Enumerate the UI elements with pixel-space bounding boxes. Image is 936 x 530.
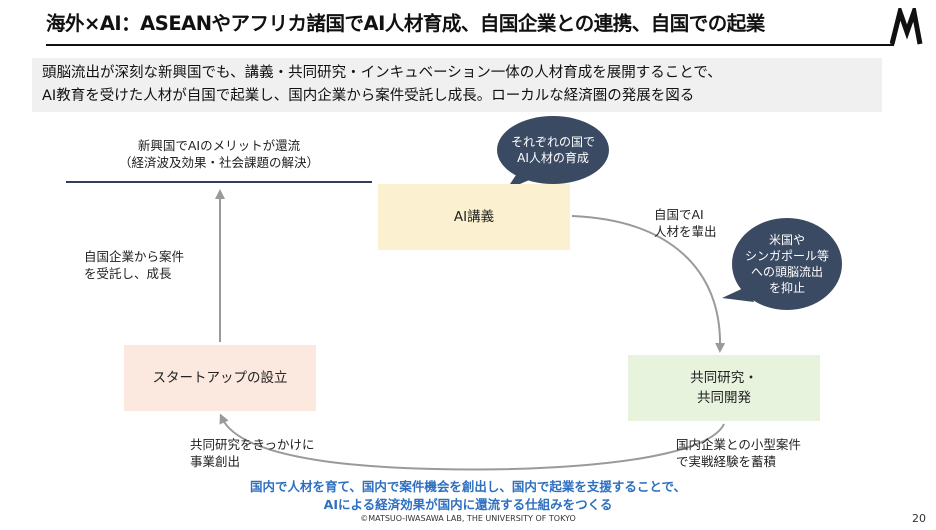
speech-bubble-brain-drain	[722, 218, 842, 310]
business-creation-label: 共同研究をきっかけに 事業創出	[190, 437, 315, 469]
contract-growth-label: 自国企業から案件 を受託し、成長	[84, 249, 185, 281]
summary-panel: 頭脳流出が深刻な新興国でも、講義・共同研究・インキュベーション一体の人材育成を展…	[32, 58, 882, 112]
startup-founding-box: スタートアップの設立	[124, 345, 316, 411]
page-title: 海外×AI：ASEANやアフリカ諸国でAI人材育成、自国企業との連携、自国での起…	[46, 12, 765, 35]
bubble-brain-drain-text: 米国や シンガポール等 への頭脳流出 を抑止	[744, 233, 829, 295]
key-message: 国内で人材を育て、国内で案件機会を創出し、国内で起業を支援することで、 AIによ…	[249, 479, 686, 512]
ai-lecture-box: AI講義	[378, 184, 570, 250]
talent-output-label: 自国でAI 人材を輩出	[654, 207, 717, 239]
copyright: ©MATSUO-IWASAWA LAB, THE UNIVERSITY OF T…	[360, 514, 576, 523]
benefit-return-line	[66, 181, 372, 183]
bubble-training-text: それぞれの国で AI人材の育成	[510, 135, 595, 165]
summary-line-2: AI教育を受けた人材が自国で起業し、国内企業から案件受託し成長。ローカルな経済圏…	[42, 88, 695, 104]
page-number: 20	[912, 512, 926, 525]
arrow-research-to-startup	[219, 413, 725, 471]
arrow-ai-to-research	[571, 215, 726, 353]
joint-research-box: 共同研究・ 共同開発	[628, 355, 820, 421]
benefit-return-label: 新興国でAIのメリットが還流 （経済波及効果・社会課題の解決）	[118, 138, 319, 170]
experience-accumulation-label: 国内企業との小型案件 で実戦経験を蓄積	[676, 437, 801, 469]
summary-line-1: 頭脳流出が深刻な新興国でも、講義・共同研究・インキュベーション一体の人材育成を展…	[42, 65, 722, 81]
lab-logo	[890, 8, 923, 45]
title-underline	[46, 44, 894, 46]
